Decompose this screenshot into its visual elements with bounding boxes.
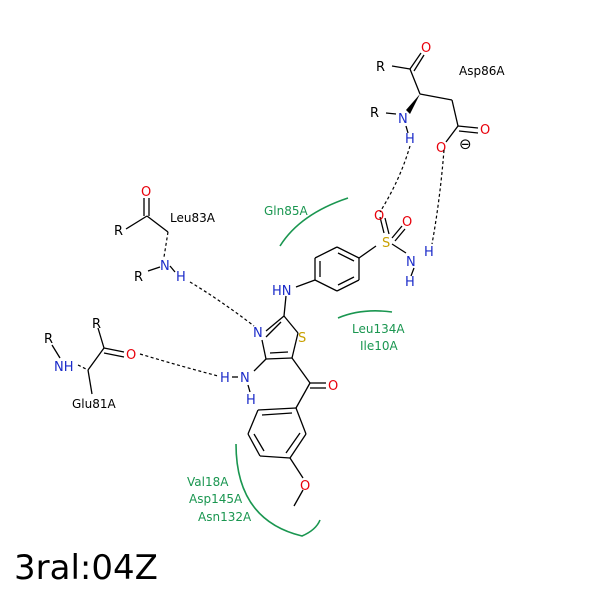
charge-symbol: ⊖ [459,135,472,153]
ligand-bonds [247,216,415,507]
residue-label-leu83: Leu83A [170,211,216,225]
atom-o: O [126,348,136,363]
residue-label-asp145: Asp145A [189,492,243,506]
atom-r: R [370,106,379,121]
atom-r: R [134,270,143,285]
residue-label-asp86: Asp86A [459,64,505,78]
residue-label-ile10: Ile10A [360,339,399,353]
atom-o: O [374,209,384,224]
atom-s: S [298,331,306,346]
residue-label-gln85: Gln85A [264,204,309,218]
atom-o: O [300,479,310,494]
page-title: 3ral:04Z [14,548,158,588]
atom-o: O [480,123,490,138]
atom-o: O [141,185,151,200]
atom-nh: NH [54,360,74,375]
hydrophobic-arcs [235,197,393,537]
atom-n: N [253,326,263,341]
atom-h: H [424,245,434,260]
atom-h: H [405,132,415,147]
atom-h: H [405,275,415,290]
atom-r: R [376,60,385,75]
hydrogen-bonds [139,145,445,377]
atom-h: H [220,371,230,386]
atom-n: N [240,371,250,386]
atom-n: N [406,255,416,270]
atom-hn: HN [272,284,292,299]
residue-label-leu134: Leu134A [352,322,405,336]
residue-leu83-structure [125,198,176,273]
atom-r: R [44,332,53,347]
atom-s: S [382,236,390,251]
atom-n: N [398,112,408,127]
atom-h: H [176,270,186,285]
residue-label-val18: Val18A [187,475,229,489]
atom-n: N [160,259,170,274]
atom-o: O [402,215,412,230]
residue-label-asn132: Asn132A [198,510,252,524]
residue-label-glu81: Glu81A [72,397,117,411]
residue-glu81-structure [51,327,125,395]
atom-h: H [246,393,256,408]
atom-r: R [114,224,123,239]
atom-o: O [421,41,431,56]
atom-o: O [436,141,446,156]
residue-asp86-structure [385,52,479,143]
atom-o: O [328,379,338,394]
atom-r: R [92,317,101,332]
